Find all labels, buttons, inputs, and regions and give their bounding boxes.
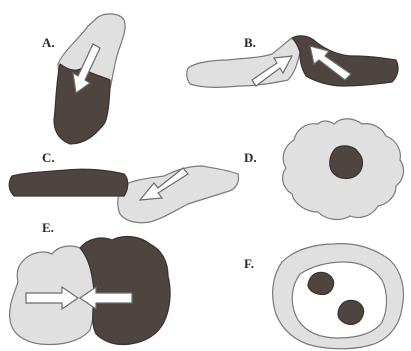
panel-b: B. (187, 35, 398, 87)
panel-a-label: A. (42, 35, 55, 50)
panel-c: C. (9, 150, 238, 223)
panel-f-inner-cavity (292, 262, 386, 338)
panel-c-label: C. (42, 150, 55, 165)
panel-e-label: E. (42, 220, 54, 235)
panel-e: E. (10, 220, 170, 345)
panel-d-label: D. (244, 150, 257, 165)
panel-c-dark-region (9, 169, 128, 196)
panel-d-dark-core (330, 146, 363, 179)
panel-f: F. (244, 244, 404, 349)
panel-b-label: B. (244, 35, 256, 50)
panel-f-label: F. (244, 256, 254, 271)
panel-f-dark-fragment-2 (338, 300, 364, 324)
panel-a: A. (42, 14, 125, 144)
panel-f-dark-fragment-1 (308, 272, 334, 294)
panel-d: D. (244, 119, 403, 220)
